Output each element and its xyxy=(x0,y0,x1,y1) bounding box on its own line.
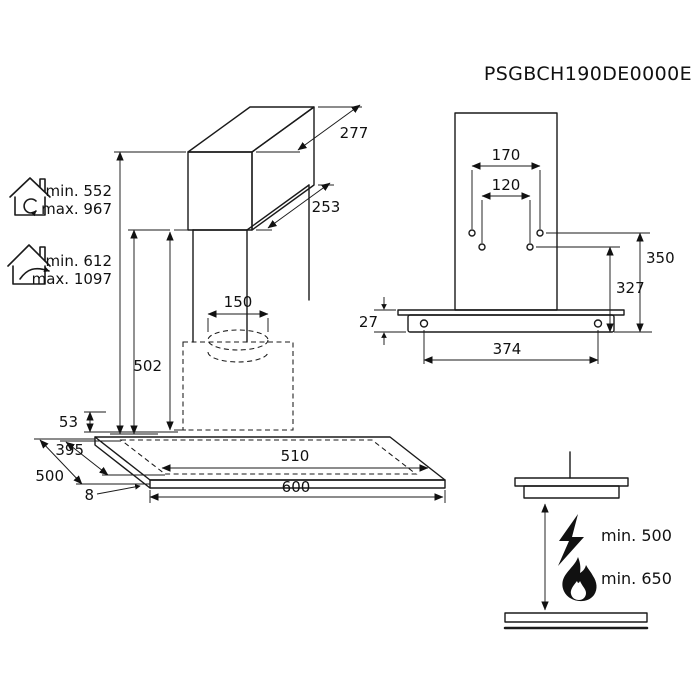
mounting-dimension-lines xyxy=(374,162,652,364)
dim-350-label: 350 xyxy=(646,249,675,267)
mounting-view: 170 120 350 327 27 374 xyxy=(359,112,675,364)
dim-150-label: 150 xyxy=(224,293,253,311)
product-code: PSGBCH190DE0000E xyxy=(484,63,692,85)
dim-253-label: 253 xyxy=(312,198,341,216)
dim-510-label: 510 xyxy=(281,447,310,465)
dim-27-label: 27 xyxy=(359,313,378,331)
dim-327-label: 327 xyxy=(616,279,645,297)
cooktop xyxy=(503,612,649,630)
wall-duct-panel xyxy=(397,112,625,333)
recirculation-min-label: min. 552 xyxy=(46,182,112,200)
dim-277-label: 277 xyxy=(340,124,369,142)
dim-500-label: 500 xyxy=(35,467,64,485)
isometric-view: 277 253 150 502 53 395 500 8 510 600 xyxy=(34,104,446,504)
clearance-view: min. 500 min. 650 xyxy=(503,451,672,630)
flame-icon xyxy=(562,557,597,602)
dim-374-label: 374 xyxy=(493,340,522,358)
dim-8-label: 8 xyxy=(84,486,94,504)
dim-600-label: 600 xyxy=(282,478,311,496)
electric-clearance-label: min. 500 xyxy=(601,526,672,545)
recirculation-mode: min. 552 max. 967 xyxy=(9,177,112,218)
extraction-max-label: max. 1097 xyxy=(32,270,112,288)
dim-395-label: 395 xyxy=(55,441,84,459)
glass-canopy xyxy=(94,436,446,489)
extraction-house-icon xyxy=(7,244,51,285)
hood-side-view xyxy=(514,451,629,499)
dim-53-label: 53 xyxy=(59,413,78,431)
hood-body-hidden-outline xyxy=(119,329,418,475)
isometric-dimension-lines xyxy=(34,104,446,503)
extraction-min-label: min. 612 xyxy=(46,252,112,270)
recirculation-house-icon xyxy=(9,177,51,217)
recirculation-max-label: max. 967 xyxy=(41,200,112,218)
dim-502-label: 502 xyxy=(133,357,162,375)
extraction-mode: min. 612 max. 1097 xyxy=(7,244,112,288)
lightning-icon xyxy=(558,514,584,566)
dim-170-label: 170 xyxy=(492,146,521,164)
gas-clearance-label: min. 650 xyxy=(601,569,672,588)
dim-120-label: 120 xyxy=(492,176,521,194)
